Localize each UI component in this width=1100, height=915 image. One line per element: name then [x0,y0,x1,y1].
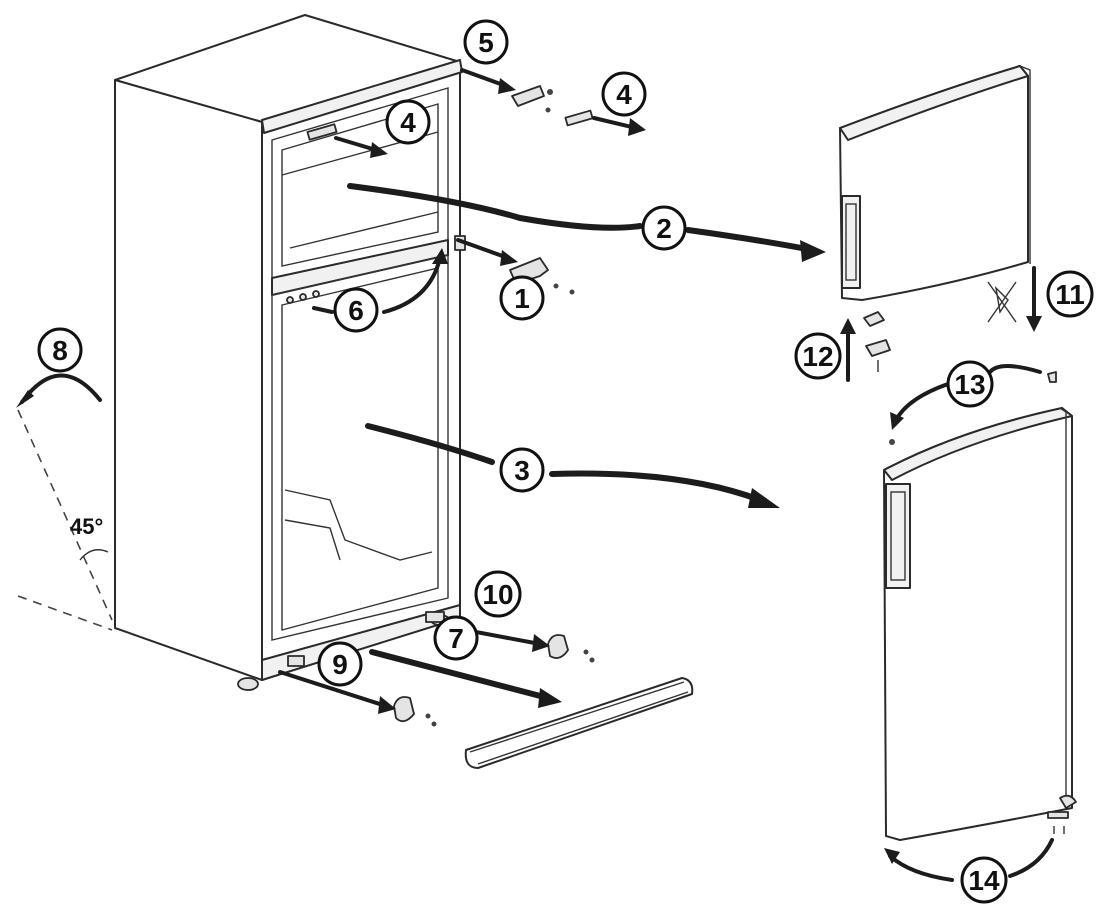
callout-label: 5 [478,27,494,58]
callout-label: 4 [616,79,632,110]
callout-label: 13 [954,369,985,400]
callout-7: 7 [433,615,479,661]
bottom-hinge-alt [393,696,415,723]
callout-3: 3 [499,447,545,493]
callout-1: 1 [499,275,545,321]
movement-arrows [278,68,1054,882]
callout-label: 1 [514,283,530,314]
callout-label: 6 [348,295,364,326]
bottom-grille [464,677,694,769]
cabinet-front [261,61,461,681]
callout-label: 7 [448,623,464,654]
tilt-guide: 45° [16,373,113,631]
callout-4-right: 4 [601,71,647,117]
callout-2: 2 [641,205,687,251]
callout-label: 4 [400,107,416,138]
callout-label: 11 [1055,279,1085,310]
callout-label: 8 [52,335,68,366]
callout-label: 2 [656,213,672,244]
cabinet-side [114,79,263,681]
callout-14: 14 [960,856,1008,904]
fresh-food-compartment [271,254,449,641]
callout-label: 10 [482,579,513,610]
fresh-food-door [883,407,1073,841]
callout-6: 6 [333,287,379,333]
callout-label: 3 [514,455,530,486]
callout-label: 12 [802,341,833,372]
callout-label: 9 [332,649,348,680]
callout-10: 10 [474,570,522,618]
freezer-door-handle [841,195,861,289]
refrigerator-cabinet [114,14,466,691]
fresh-food-door-handle [885,483,911,589]
callout-9: 9 [317,641,363,687]
callout-11: 11 [1046,270,1094,318]
freezer-door [839,65,1031,301]
callout-8: 8 [37,327,83,373]
top-hinge [511,85,545,107]
callout-13: 13 [946,360,994,408]
bottom-hinge [547,634,569,659]
callout-4-left: 4 [385,99,431,145]
tilt-angle-label: 45° [70,514,103,539]
hinge-cover [564,109,594,127]
callout-5: 5 [463,19,509,65]
callout-12: 12 [794,332,842,380]
leveling-foot [237,677,259,691]
callout-label: 14 [968,865,1000,896]
